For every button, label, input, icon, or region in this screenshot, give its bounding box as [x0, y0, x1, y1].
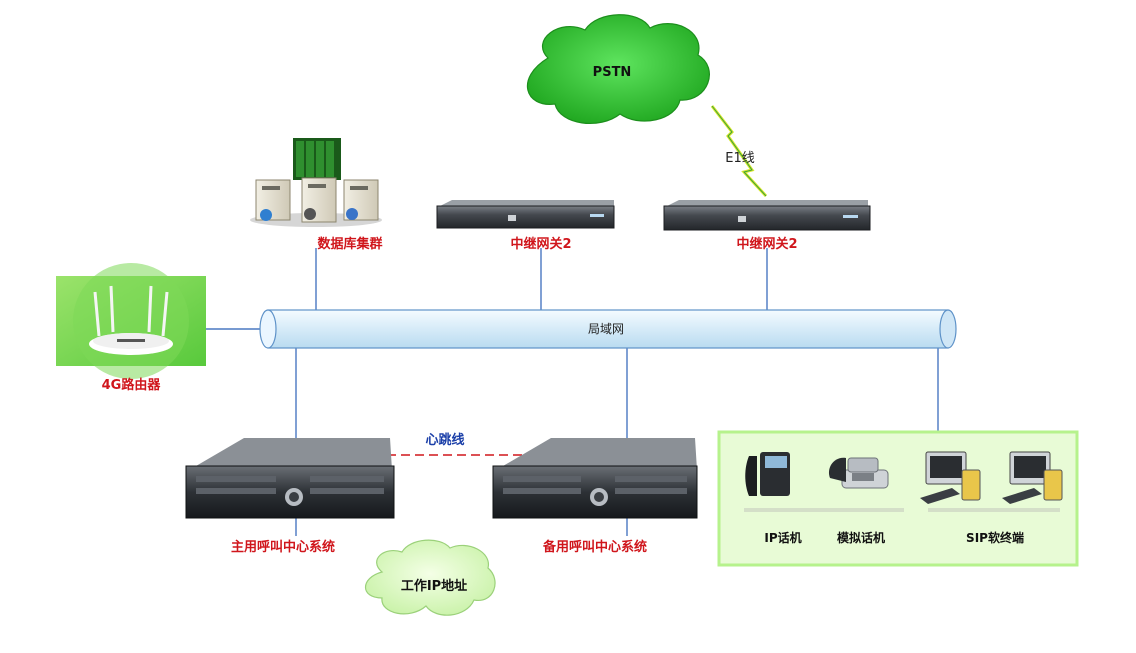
- analog-phone-icon: [828, 457, 889, 489]
- sip-softphone-label: SIP软终端: [966, 530, 1024, 545]
- primary-server-icon: [185, 438, 395, 519]
- heartbeat-label: 心跳线: [425, 432, 464, 448]
- router-4g-icon: [56, 263, 206, 379]
- trunk-gateway-right-label: 中继网关2: [736, 236, 797, 252]
- trunk-gateway-left-icon: [436, 200, 615, 229]
- ip-phone-label: IP话机: [764, 530, 801, 545]
- sip-softphone-icon-1: [920, 451, 981, 504]
- trunk-gateway-left-label: 中继网关2: [510, 236, 571, 252]
- primary-call-center-label: 主用呼叫中心系统: [231, 539, 335, 555]
- backup-server-icon: [492, 438, 698, 519]
- working-ip-cloud: 工作IP地址: [365, 539, 496, 616]
- database-cluster-label: 数据库集群: [317, 236, 382, 252]
- analog-phone-label: 模拟话机: [837, 530, 885, 545]
- database-cluster-icon: [250, 138, 382, 227]
- sip-softphone-icon-2: [1002, 451, 1063, 504]
- e1-line-label: E1线: [725, 151, 755, 166]
- working-ip-label: 工作IP地址: [401, 578, 467, 594]
- lan-label: 局域网: [588, 322, 624, 336]
- lan-pipe: 局域网: [259, 309, 957, 349]
- terminals-panel: IP话机 模拟话机 SIP软终端: [717, 430, 1079, 567]
- backup-call-center-label: 备用呼叫中心系统: [542, 539, 647, 555]
- trunk-gateway-right-icon: [663, 200, 871, 231]
- ip-phone-icon: [745, 452, 790, 496]
- pstn-cloud: PSTN: [526, 14, 710, 125]
- pstn-label: PSTN: [593, 65, 632, 80]
- router-4g-label: 4G路由器: [102, 377, 162, 393]
- e1-link: E1线: [710, 105, 768, 198]
